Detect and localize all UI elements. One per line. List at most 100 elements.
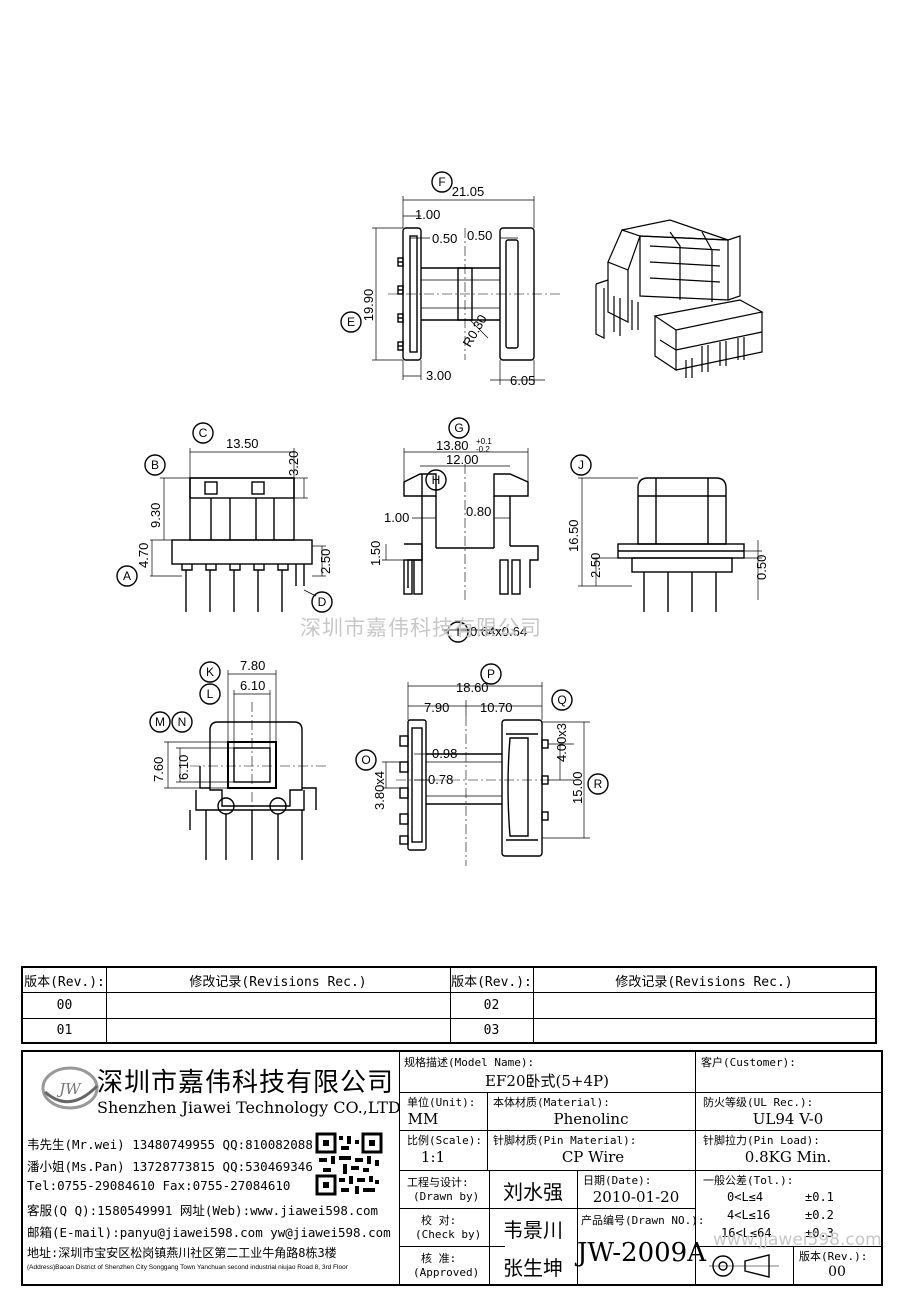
approved-label-en: (Approved) [413, 1266, 480, 1279]
tol-value-3: ±0.3 [805, 1226, 834, 1240]
tol-range-1: 0<L≤4 [727, 1190, 764, 1204]
rev-02: 02 [483, 997, 500, 1013]
rev-label: 版本(Rev.): [799, 1250, 868, 1263]
rec-header-right: 修改记录(Revisions Rec.) [615, 974, 793, 990]
label-D: D [318, 595, 327, 609]
contact-pan: 潘小姐(Ms.Pan) 13728773815 QQ:530469346 [27, 1159, 313, 1174]
label-H: H [432, 473, 441, 487]
contact-email: 邮箱(E-mail):panyu@jiawei598.com yw@jiawei… [27, 1225, 391, 1240]
front-view [116, 422, 333, 613]
web-watermark: www.jjawei598.com [713, 1230, 882, 1250]
dim-4-00x3: 4.00x3 [554, 723, 569, 762]
drawn-value: 刘水强 [503, 1180, 563, 1204]
dim-0-50-right-view: 0.50 [754, 555, 769, 580]
dim-15-00: 15.00 [570, 771, 585, 804]
model-label: 规格描述(Model Name): [404, 1056, 535, 1069]
date-value: 2010-01-20 [592, 1188, 680, 1206]
pin-material-label: 针脚材质(Pin Material): [493, 1134, 637, 1147]
dim-19-90: 19.90 [361, 289, 376, 322]
dim-7-80: 7.80 [240, 658, 265, 673]
material-value: Phenolinc [553, 1110, 629, 1128]
dim-10-70: 10.70 [480, 700, 513, 715]
unit-label: 单位(Unit): [407, 1096, 476, 1109]
dim-16-50: 16.50 [566, 519, 581, 552]
label-F: F [438, 175, 445, 189]
ul-value: UL94 V-0 [752, 1110, 824, 1128]
check-label-en: (Check by) [415, 1228, 482, 1241]
tol-value-1: ±0.1 [805, 1190, 834, 1204]
tolerance-label: 一般公差(Tol.): [703, 1174, 794, 1187]
drawing-number-label: 产品编号(Drawn NO.): [581, 1214, 705, 1227]
rev-00: 00 [56, 997, 73, 1013]
dim-0-98: 0.98 [432, 746, 457, 761]
top-section-view [340, 171, 560, 385]
revisions-table: 版本(Rev.): 修改记录(Revisions Rec.) 版本(Rev.):… [21, 966, 877, 1044]
rev-header-left: 版本(Rev.): [24, 974, 105, 990]
dim-3-00: 3.00 [426, 368, 451, 383]
dim-1-00: 1.00 [415, 207, 440, 222]
rec-header-left: 修改记录(Revisions Rec.) [189, 974, 367, 990]
label-N: N [178, 715, 187, 729]
drawn-label-en: (Drawn by) [413, 1190, 480, 1203]
rev-header-right: 版本(Rev.): [451, 974, 532, 990]
address-en: (Address)Baoan District of Shenzhen City… [27, 1264, 348, 1271]
qr-code [315, 1132, 383, 1196]
contact-wei: 韦先生(Mr.wei) 13480749955 QQ:810082088 [27, 1137, 313, 1152]
dim-12-00: 12.00 [446, 452, 479, 467]
dim-4-70: 4.70 [136, 543, 151, 568]
contact-qq-web: 客服(Q Q):1580549991 网址(Web):www.jiawei598… [27, 1203, 379, 1218]
label-Q: Q [557, 693, 566, 707]
customer-label: 客户(Customer): [701, 1056, 796, 1069]
check-value: 韦景川 [503, 1218, 563, 1242]
drawn-label: 工程与设计: [407, 1176, 469, 1189]
title-block: JW 深圳市嘉伟科技有限公司 Shenzhen Jiawei Technolog… [21, 1050, 883, 1286]
drawing-number-value: JW-2009A [577, 1238, 706, 1268]
contact-tel-fax: Tel:0755-29084610 Fax:0755-27084610 [27, 1178, 291, 1193]
company-name-en: Shenzhen Jiawei Technology CO.,LTD [97, 1098, 401, 1117]
technical-drawing: F 21.05 1.00 0.50 0.50 E 19.90 R0.30 3.0… [116, 171, 769, 866]
dim-0-50-right: 0.50 [467, 228, 492, 243]
company-name-cn: 深圳市嘉伟科技有限公司 [97, 1068, 395, 1098]
dim-r0-30: R0.30 [460, 312, 490, 350]
label-I: I [456, 625, 459, 639]
dim-7-60: 7.60 [151, 757, 166, 782]
dim-3-80x4: 3.80x4 [372, 771, 387, 810]
scale-value: 1:1 [420, 1148, 446, 1166]
date-label: 日期(Date): [583, 1174, 652, 1187]
dim-13-80: 13.80 [436, 438, 469, 453]
unit-value: MM [407, 1110, 439, 1128]
approved-value: 张生坤 [503, 1256, 563, 1280]
right-view [570, 454, 762, 612]
scale-label: 比例(Scale): [407, 1134, 482, 1147]
isometric-view [595, 219, 764, 378]
address-cn: 地址:深圳市宝安区松岗镇燕川社区第二工业牛角路8栋3楼 [27, 1246, 337, 1260]
company-logo: JW [41, 1066, 99, 1110]
pin-material-value: CP Wire [561, 1148, 625, 1166]
svg-text:JW: JW [56, 1080, 82, 1098]
check-label: 校 对: [421, 1214, 457, 1227]
label-C: C [199, 426, 208, 440]
dim-1-00-side: 1.00 [384, 510, 409, 525]
label-M: M [155, 715, 165, 729]
dim-6-10-v: 6.10 [176, 755, 191, 780]
dim-13-50: 13.50 [226, 436, 259, 451]
tol-minus: -0.2 [476, 445, 490, 454]
dim-2-50-right: 2.50 [588, 553, 603, 578]
side-view [382, 417, 539, 643]
dim-2-50-front: 2.50 [318, 549, 333, 574]
rev-value: 00 [828, 1264, 846, 1280]
label-O: O [361, 753, 370, 767]
dim-0-64x0-64: 0.64x0.64 [470, 624, 527, 639]
tol-plus: +0.1 [476, 437, 492, 446]
bottom-view [149, 661, 326, 860]
watermark: 深圳市嘉伟科技有限公司 [300, 616, 542, 640]
label-B: B [151, 458, 159, 472]
label-A: A [123, 569, 131, 583]
pin-load-label: 针脚拉力(Pin Load): [703, 1134, 820, 1147]
label-P: P [487, 667, 495, 681]
dim-6-05: 6.05 [510, 373, 535, 388]
rev-01: 01 [56, 1022, 73, 1038]
approved-label: 核 准: [421, 1252, 457, 1265]
label-E: E [347, 315, 355, 329]
tol-range-2: 4<L≤16 [727, 1208, 771, 1222]
